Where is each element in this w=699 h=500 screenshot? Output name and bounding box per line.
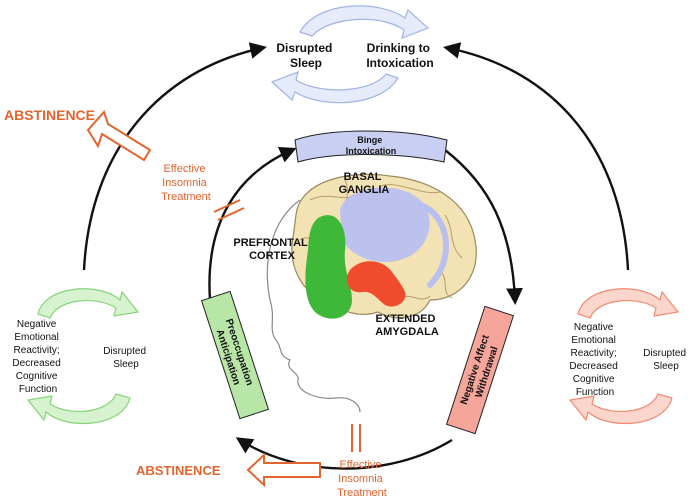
inner-arc-left: [208, 147, 297, 301]
prefrontal-region: [305, 215, 352, 319]
top-cycle-left-label: Disrupted Sleep: [276, 41, 335, 70]
top-cycle-upper-arrow: [299, 5, 430, 39]
insomnia-top-label: Effective Insomnia Treatment: [161, 163, 211, 203]
inner-arc-top-right: [444, 149, 523, 306]
abstinence-bottom-arrow: [246, 452, 321, 488]
stage-binge-label: Binge Intoxication: [346, 135, 397, 156]
right-cycle: Negative Emotional Reactivity; Decreased…: [568, 288, 689, 424]
head-outline: [266, 199, 361, 413]
left-cycle-left-label: Negative Emotional Reactivity; Decreased…: [12, 319, 63, 395]
top-cycle: Disrupted Sleep Drinking to Intoxication: [270, 5, 434, 104]
insomnia-bottom-label: Effective Insomnia Treatment: [337, 459, 387, 499]
inner-arc-bottom: [235, 437, 453, 470]
abstinence-bottom-label: ABSTINENCE: [136, 463, 221, 478]
top-cycle-lower-arrow: [270, 71, 399, 104]
basal-ganglia-region: [340, 187, 430, 262]
outer-arc-left: [82, 42, 267, 271]
stage-preoccupation: Preoccupation Anticipation: [200, 290, 270, 420]
insomnia-bottom-block: [351, 424, 361, 452]
insomnia-top-block: [213, 199, 245, 221]
right-cycle-lower-arrow: [568, 393, 673, 424]
abstinence-top-arrow: [86, 110, 152, 162]
left-cycle-lower-arrow: [26, 393, 131, 424]
right-cycle-left-label: Negative Emotional Reactivity; Decreased…: [569, 322, 620, 398]
right-cycle-right-label: Disrupted Sleep: [643, 348, 689, 372]
stage-binge: Binge Intoxication: [294, 130, 448, 163]
abstinence-bottom: ABSTINENCE Effective Insomnia Treatment: [136, 424, 387, 499]
brain-illustration: BASAL GANGLIA PREFRONTAL CORTEX EXTENDED…: [233, 171, 477, 413]
prefrontal-label: PREFRONTAL CORTEX: [233, 237, 310, 262]
abstinence-top: ABSTINENCE Effective Insomnia Treatment: [4, 107, 245, 221]
outer-arc-right: [443, 42, 630, 271]
left-cycle: Negative Emotional Reactivity; Decreased…: [12, 288, 149, 424]
left-cycle-upper-arrow: [37, 288, 140, 319]
basal-ganglia-tail: [417, 202, 449, 288]
amygdala-label: EXTENDED AMYGDALA: [375, 313, 439, 338]
stage-withdrawal: Negative Affect Withdrawal: [445, 305, 515, 435]
abstinence-top-label: ABSTINENCE: [4, 107, 95, 123]
basal-ganglia-label: BASAL GANGLIA: [339, 171, 390, 196]
left-cycle-right-label: Disrupted Sleep: [103, 346, 149, 370]
right-cycle-upper-arrow: [577, 288, 680, 319]
top-cycle-right-label: Drinking to Intoxication: [366, 41, 433, 70]
amygdala-region: [346, 261, 406, 307]
